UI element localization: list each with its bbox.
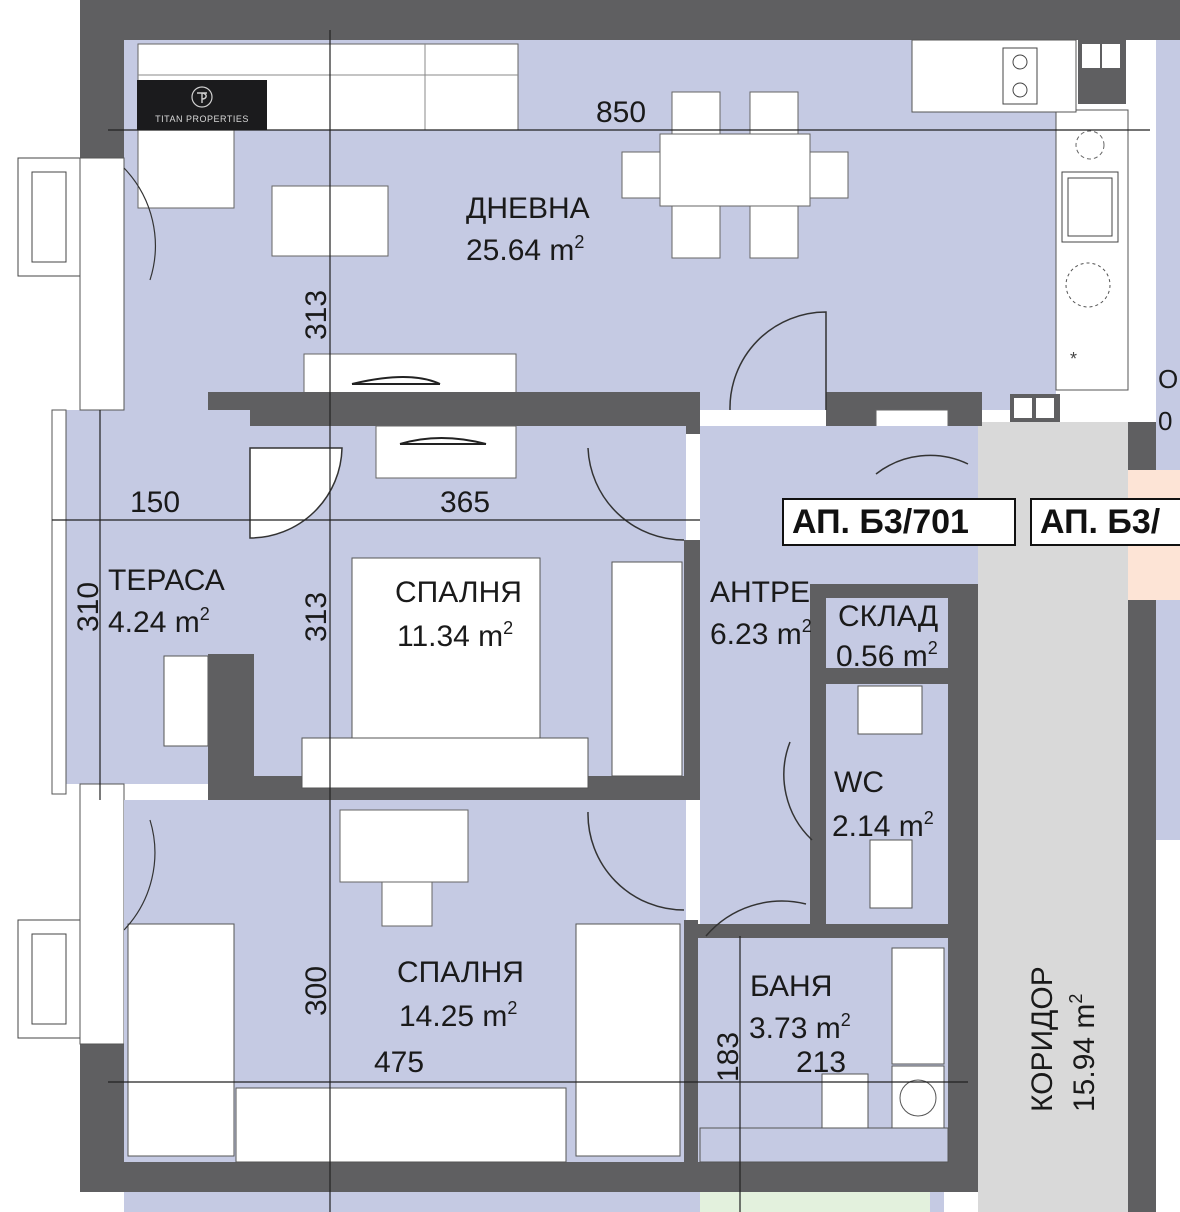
- entrance-name: АНТРЕ: [710, 576, 810, 609]
- corridor-name: КОРИДОР: [1026, 966, 1059, 1112]
- door-icon: [123, 167, 156, 281]
- interior-wall: [948, 584, 978, 1184]
- bedroom2-name: СПАЛНЯ: [397, 956, 524, 989]
- logo-mark-icon: [191, 86, 213, 108]
- neighbor-green-strip: [700, 1192, 930, 1212]
- dining-table-icon: [659, 133, 811, 207]
- interior-wall: [810, 584, 826, 924]
- dining-chair-icon: [671, 91, 721, 135]
- neighbor-label-partial: О: [1158, 364, 1178, 394]
- terrace-chair-icon: [163, 655, 209, 747]
- chair-icon: [381, 881, 433, 927]
- hob-icon: [1002, 47, 1038, 105]
- outer-wall-top: [80, 0, 1180, 40]
- wc-area: 2.14 m2: [832, 808, 934, 843]
- dim-terrace-depth: 310: [72, 582, 105, 632]
- interior-wall: [810, 668, 970, 684]
- dim-bedroom1-width: 365: [440, 486, 490, 519]
- kitchen-counter: [1055, 109, 1129, 391]
- bath-toilet-icon: [821, 1073, 869, 1133]
- window-icon: [79, 783, 125, 1045]
- terrace-area: 4.24 m2: [108, 604, 210, 639]
- storage-area: 0.56 m2: [836, 638, 938, 673]
- sofa-chaise-icon: [137, 129, 235, 209]
- bathroom-name: БАНЯ: [750, 970, 832, 1003]
- bed-bottom-icon: [301, 737, 589, 789]
- entrance-area: 6.23 m2: [710, 616, 812, 651]
- storage-floor: [826, 598, 956, 668]
- bed-icon: [575, 923, 681, 1157]
- door-icon: [587, 811, 685, 911]
- apartment-tag-current: АП. Б3/701: [782, 498, 1016, 546]
- wc-sink-icon: [857, 685, 923, 735]
- shower-tray-icon: [699, 1127, 949, 1163]
- dim-living-width: 850: [596, 96, 646, 129]
- living-room-area: 25.64 m2: [466, 232, 584, 267]
- door-icon: [875, 454, 969, 475]
- kitchen-sink-icon: [1061, 171, 1119, 243]
- bedroom1-name: СПАЛНЯ: [395, 576, 522, 609]
- corridor-area: 15.94 m2: [1066, 994, 1101, 1112]
- dining-chair-icon: [749, 205, 799, 259]
- terrace-name: ТЕРАСА: [108, 564, 225, 597]
- door-icon: [587, 447, 685, 541]
- bed-icon: [351, 557, 541, 739]
- door-icon: [249, 447, 343, 539]
- interior-wall: [810, 584, 970, 598]
- interior-wall: [684, 920, 698, 1182]
- door-icon: [123, 819, 156, 931]
- interior-wall: [698, 924, 948, 938]
- window-icon: [79, 157, 125, 411]
- kitchen-top-counter: [911, 39, 1077, 113]
- neighbor-label-partial: 0: [1158, 406, 1172, 436]
- interior-wall: [208, 654, 254, 794]
- desk-icon: [375, 425, 517, 479]
- neighbor-right-top: [1156, 40, 1180, 470]
- washing-machine-icon: [891, 1065, 945, 1131]
- dining-chair-icon: [809, 151, 849, 199]
- dim-bedroom1-depth: 313: [300, 592, 333, 642]
- interior-wall: [684, 540, 700, 800]
- corridor-area: [978, 422, 1128, 1212]
- bathroom-area: 3.73 m2: [749, 1010, 851, 1045]
- neighbor-right-mid: [1156, 600, 1180, 840]
- terrace-railing: [51, 409, 67, 795]
- wc-name: WC: [834, 766, 884, 799]
- bed-icon: [127, 923, 235, 1157]
- storage-name: СКЛАД: [838, 600, 938, 633]
- logo-text: TITAN PROPERTIES: [155, 114, 249, 124]
- apartment-tag-neighbor: АП. Б3/: [1030, 498, 1180, 546]
- wardrobe-icon: [611, 561, 683, 777]
- wardrobe-icon: [235, 1087, 567, 1163]
- door-icon: [783, 741, 813, 841]
- company-logo: TITAN PROPERTIES: [137, 80, 267, 130]
- door-icon: [705, 900, 807, 937]
- kitchen-appliance-icon: [1075, 130, 1105, 160]
- washbasin-icon: [891, 947, 945, 1065]
- dim-bedroom2-depth: 300: [300, 966, 333, 1016]
- dimension-lines: [52, 30, 1150, 1212]
- dim-bathroom-width: 213: [796, 1046, 846, 1079]
- bedroom1-area: 11.34 m2: [397, 618, 513, 653]
- desk-icon: [339, 809, 469, 883]
- dim-living-depth: 313: [300, 290, 333, 340]
- toilet-icon: [869, 839, 913, 909]
- dim-terrace-width: 150: [130, 486, 180, 519]
- living-room-name: ДНЕВНА: [466, 192, 590, 225]
- bedroom2-area: 14.25 m2: [399, 998, 517, 1033]
- dim-bathroom-depth: 183: [712, 1032, 745, 1082]
- svg-text:*: *: [1070, 349, 1077, 369]
- dining-chair-icon: [621, 151, 661, 199]
- dim-bedroom2-width: 475: [374, 1046, 424, 1079]
- neighbor-right-bottom: [1156, 845, 1180, 1212]
- door-icon: [729, 311, 827, 411]
- dining-chair-icon: [671, 205, 721, 259]
- dining-chair-icon: [749, 91, 799, 135]
- washer-icon: [1065, 262, 1111, 308]
